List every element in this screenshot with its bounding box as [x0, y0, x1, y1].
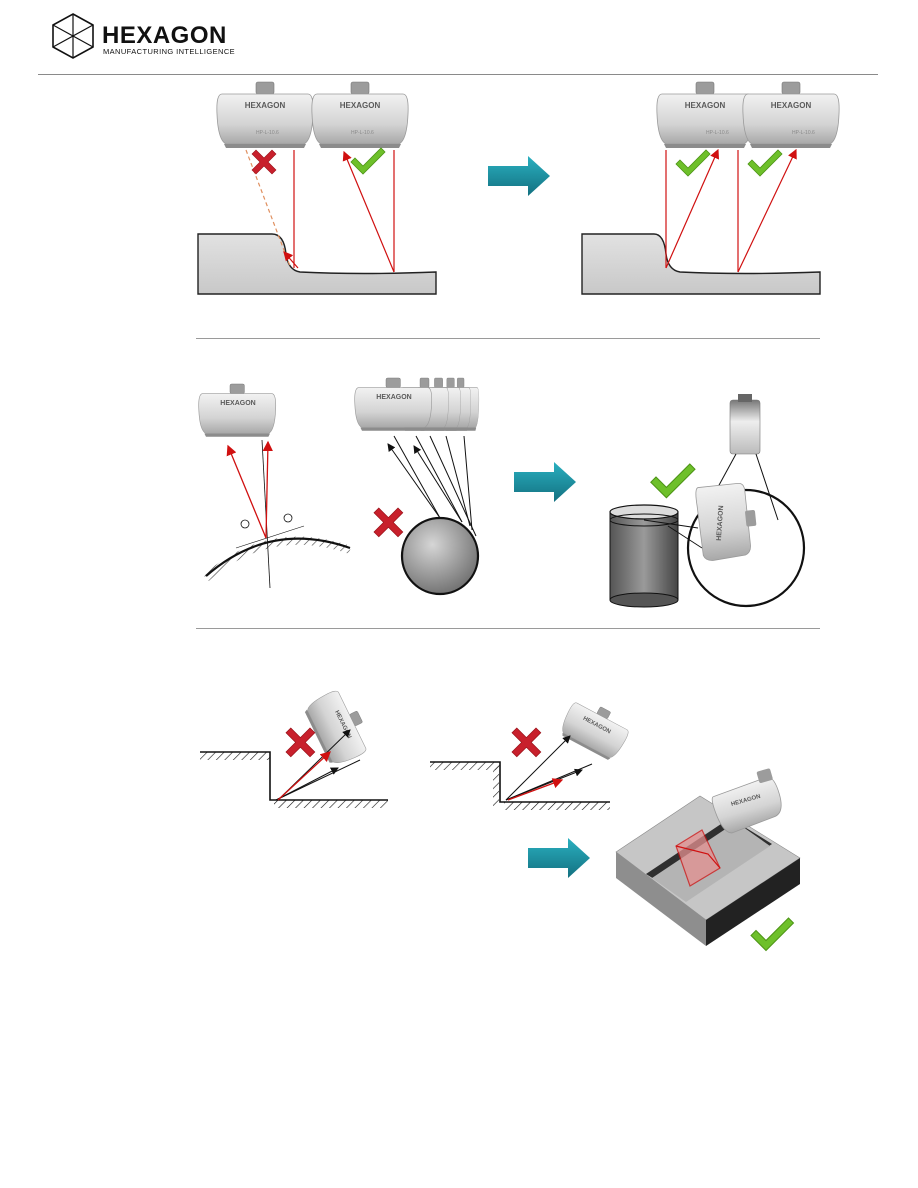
brand-name: HEXAGON — [102, 22, 227, 49]
probe-step-left: HEXAGON — [301, 685, 376, 769]
step-block-3d — [615, 795, 801, 946]
check-icon — [675, 149, 711, 177]
check-icon — [350, 147, 386, 175]
probe-left-1: HEXAGON HP-L-10.6 — [216, 81, 314, 149]
probe-sphere-stack: HEXAGON — [354, 377, 433, 432]
svg-text:HEXAGON: HEXAGON — [220, 400, 255, 407]
section-2-curvature-figure: HEXAGON HEXAGON — [198, 377, 806, 608]
check-icon — [650, 463, 696, 499]
arrow-right-icon — [514, 462, 576, 502]
section-divider-1 — [196, 338, 820, 339]
svg-text:HEXAGON: HEXAGON — [340, 101, 381, 110]
svg-text:HP-L-10.6: HP-L-10.6 — [706, 130, 729, 136]
camera-probe-vertical — [729, 394, 761, 455]
cross-icon — [285, 727, 316, 758]
svg-text:HEXAGON: HEXAGON — [685, 101, 726, 110]
svg-text:HEXAGON: HEXAGON — [716, 505, 725, 541]
arrow-right-icon — [528, 838, 590, 878]
svg-text:HP-L-10.6: HP-L-10.6 — [792, 130, 815, 136]
svg-text:HEXAGON: HEXAGON — [376, 394, 411, 401]
arrow-right-icon — [488, 156, 550, 196]
svg-text:HP-L-10.6: HP-L-10.6 — [351, 130, 374, 136]
cross-icon — [511, 727, 542, 758]
brand-tagline: MANUFACTURING INTELLIGENCE — [103, 47, 236, 56]
probe-right-1: HEXAGON HP-L-10.6 — [656, 81, 754, 149]
probe-right-2: HEXAGON HP-L-10.6 — [742, 81, 840, 149]
header-divider — [38, 74, 878, 75]
cylinder-part — [609, 504, 679, 608]
section-1-reflection-figure: HEXAGON HP-L-10.6 HEXAGON HP-L-10.6 HEXA… — [197, 81, 840, 295]
svg-text:HEXAGON: HEXAGON — [245, 101, 286, 110]
sphere-outline — [686, 488, 806, 608]
probe-curve-single: HEXAGON — [198, 383, 277, 438]
hexagon-logo-icon — [52, 13, 94, 59]
check-icon — [750, 917, 794, 951]
probe-3d: HEXAGON — [711, 768, 782, 834]
cross-icon — [373, 507, 404, 538]
probe-rotated: HEXAGON — [695, 482, 757, 561]
svg-text:HP-L-10.6: HP-L-10.6 — [256, 130, 279, 136]
section-3-step-figure: HEXAGON HEXAGON — [200, 685, 801, 951]
page-header: HEXAGON MANUFACTURING INTELLIGENCE — [0, 0, 918, 76]
svg-text:HEXAGON: HEXAGON — [771, 101, 812, 110]
probe-left-2: HEXAGON HP-L-10.6 — [311, 81, 409, 149]
cross-icon — [251, 149, 277, 175]
check-icon — [747, 149, 783, 177]
probe-step-right: HEXAGON — [556, 694, 635, 764]
section-divider-2 — [196, 628, 820, 629]
